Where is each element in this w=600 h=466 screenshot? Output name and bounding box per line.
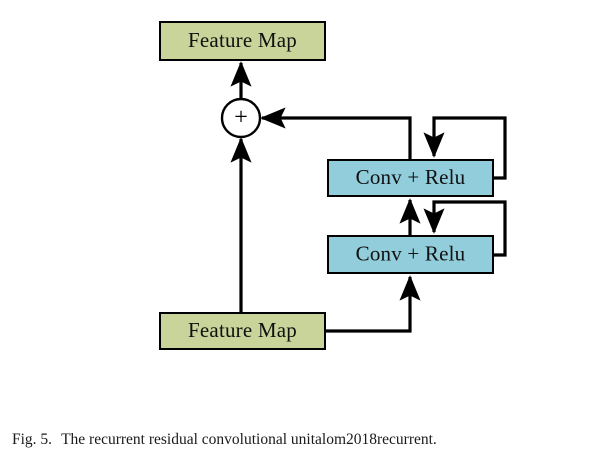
node-conv-relu-bottom: Conv + Relu: [327, 235, 494, 274]
edge-recurrent-loop-bottom: [423, 200, 507, 257]
output-feature-map-box: [159, 21, 326, 61]
node-output-feature-map: Feature Map: [159, 21, 326, 61]
conv-relu-top-label: Conv + Relu: [356, 165, 466, 189]
add-operator-label: +: [234, 105, 248, 131]
caption-text: The recurrent residual convolutional uni…: [61, 431, 437, 448]
conv-relu-bottom-label: Conv + Relu: [356, 241, 466, 265]
figure-diagram: Feature Map + Conv + Relu Conv + Relu Fe…: [159, 21, 507, 350]
node-add-operator: +: [220, 97, 262, 139]
figure-caption: Fig. 5. The recurrent residual convolutio…: [12, 430, 590, 450]
output-feature-map-label: Feature Map: [188, 28, 297, 52]
conv-relu-top-box: [327, 159, 494, 197]
add-operator-circle: [220, 97, 262, 139]
node-conv-relu-top: Conv + Relu: [327, 159, 494, 197]
node-input-feature-map: Feature Map: [159, 312, 326, 350]
conv-relu-bottom-box: [327, 235, 494, 274]
edge-input-to-conv-bottom: [325, 275, 421, 333]
input-feature-map-label: Feature Map: [188, 318, 297, 342]
input-feature-map-box: [159, 312, 326, 350]
caption-prefix: Fig. 5.: [12, 431, 53, 448]
edge-conv-top-to-add: [260, 107, 412, 160]
edge-recurrent-loop-top: [423, 116, 507, 180]
